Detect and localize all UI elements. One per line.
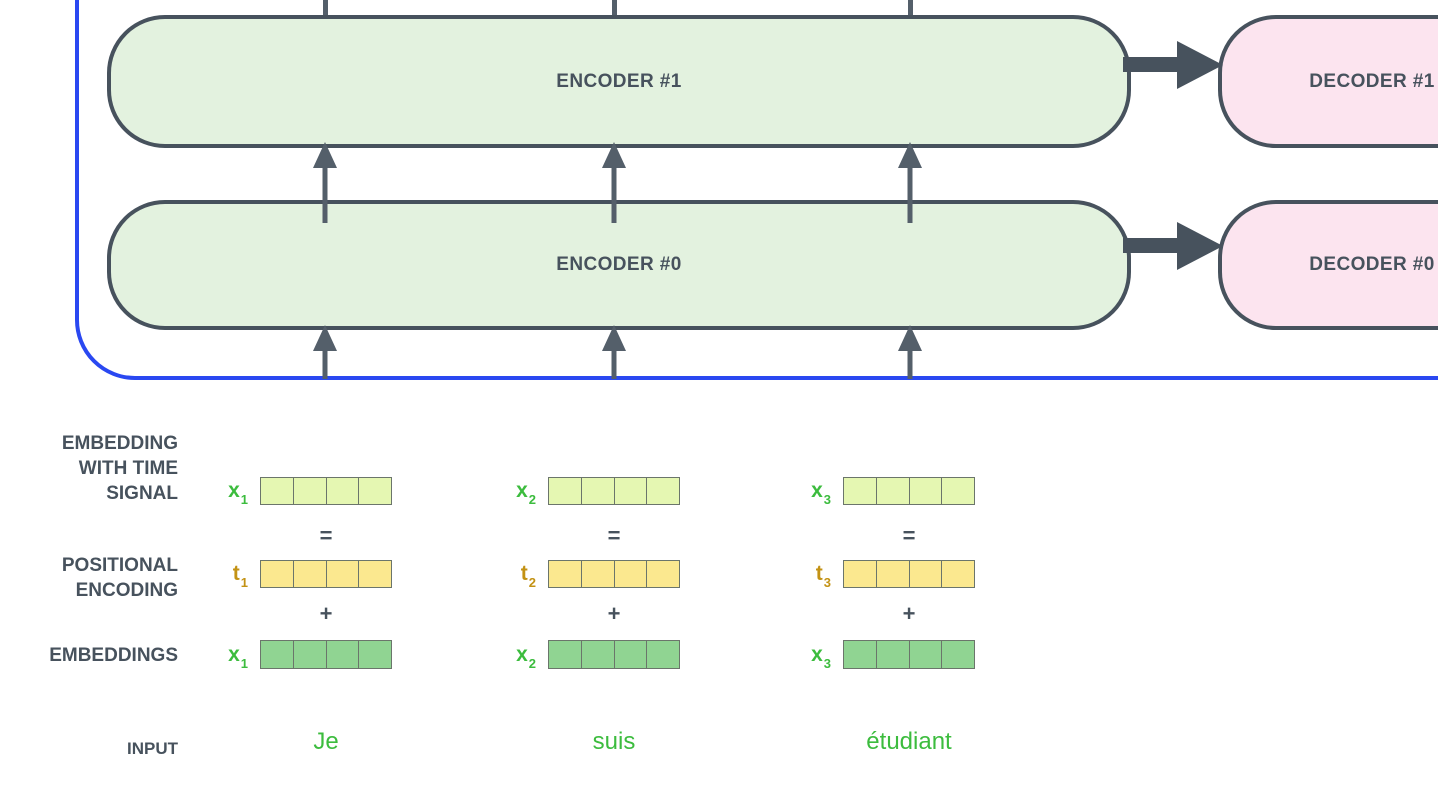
vector-cell [325, 561, 359, 587]
label-line: EMBEDDINGS [49, 645, 178, 666]
vector-cell [844, 641, 876, 668]
embedding-vector [548, 640, 680, 669]
positional-encoding-vector [843, 560, 975, 588]
vector-cell [908, 561, 942, 587]
embedding-vector-label: x1 [228, 643, 248, 672]
encoder-1-label: ENCODER #1 [556, 70, 682, 92]
vector-cell [261, 478, 293, 504]
encoder-1-block: ENCODER #1 [107, 15, 1131, 148]
vector-cell [292, 641, 326, 668]
decoder-0-block: DECODER #0 [1218, 200, 1438, 330]
embedding-vector [843, 640, 975, 669]
vector-cell [941, 561, 974, 587]
decoder-1-label: DECODER #1 [1309, 70, 1435, 92]
positional-encoding-vector [260, 560, 392, 588]
vector-cell [261, 561, 293, 587]
vector-cell [549, 478, 581, 504]
positional-encoding-label: POSITIONAL ENCODING [28, 553, 178, 603]
embedding-vector-label: x2 [516, 643, 536, 672]
encoder-stack-outline [75, 0, 1438, 380]
vector-cell [580, 641, 614, 668]
up-arrow-icon [898, 325, 922, 379]
label-line: EMBEDDING [61, 433, 178, 454]
up-arrow-stub-icon [908, 0, 913, 18]
plus-sign: + [902, 601, 916, 626]
right-arrow-icon [1123, 222, 1223, 270]
input-label: INPUT [28, 736, 178, 761]
vector-cell [908, 641, 942, 668]
equals-sign: = [902, 523, 916, 548]
equals-sign: = [607, 523, 621, 548]
vector-cell [908, 478, 942, 504]
positional-vector-label: t1 [232, 562, 248, 591]
plus-sign: + [607, 601, 621, 626]
vector-cell [875, 561, 909, 587]
encoder-0-label: ENCODER #0 [556, 254, 682, 275]
up-arrow-icon [313, 142, 337, 223]
vector-cell [358, 641, 391, 668]
up-arrow-icon [898, 142, 922, 223]
time-signal-vector-label: x1 [228, 479, 248, 508]
vector-cell [875, 478, 909, 504]
up-arrow-icon [602, 142, 626, 223]
up-arrow-stub-icon [323, 0, 328, 18]
vector-cell [646, 478, 679, 504]
label-line: INPUT [127, 739, 178, 758]
vector-cell [941, 478, 974, 504]
input-word: suis [592, 728, 636, 755]
up-arrow-stub-icon [612, 0, 617, 18]
label-line: WITH TIME [78, 458, 178, 479]
label-line: SIGNAL [106, 483, 178, 504]
up-arrow-icon [313, 325, 337, 379]
vector-cell [580, 561, 614, 587]
time-signal-vector-label: x3 [811, 479, 831, 508]
vector-cell [325, 641, 359, 668]
embedding-with-time-vector [843, 477, 975, 505]
vector-cell [646, 641, 679, 668]
decoder-0-label: DECODER #0 [1309, 254, 1435, 275]
vector-cell [261, 641, 293, 668]
embeddings-label: EMBEDDINGS [28, 643, 178, 668]
vector-cell [325, 478, 359, 504]
vector-cell [580, 478, 614, 504]
up-arrow-icon [602, 325, 626, 379]
vector-cell [941, 641, 974, 668]
positional-encoding-vector [548, 560, 680, 588]
embedding-vector [260, 640, 392, 669]
embedding-vector-label: x3 [811, 643, 831, 672]
vector-cell [358, 478, 391, 504]
vector-cell [646, 561, 679, 587]
decoder-1-block: DECODER #1 [1218, 15, 1438, 148]
positional-vector-label: t2 [520, 562, 536, 591]
vector-cell [613, 478, 647, 504]
right-arrow-icon [1123, 41, 1223, 89]
vector-cell [292, 561, 326, 587]
vector-cell [844, 561, 876, 587]
embedding-with-time-signal-label: EMBEDDING WITH TIME SIGNAL [28, 431, 178, 506]
input-word: étudiant [866, 728, 952, 755]
positional-vector-label: t3 [815, 562, 831, 591]
input-word: Je [313, 728, 339, 755]
vector-cell [549, 561, 581, 587]
label-line: ENCODING [75, 580, 178, 601]
vector-cell [613, 641, 647, 668]
plus-sign: + [319, 601, 333, 626]
time-signal-vector-label: x2 [516, 479, 536, 508]
encoder-0-block: ENCODER #0 [107, 200, 1131, 330]
embedding-with-time-vector [260, 477, 392, 505]
vector-cell [844, 478, 876, 504]
embedding-with-time-vector [548, 477, 680, 505]
vector-cell [613, 561, 647, 587]
label-line: POSITIONAL [61, 555, 178, 576]
equals-sign: = [319, 523, 333, 548]
vector-cell [875, 641, 909, 668]
vector-cell [549, 641, 581, 668]
vector-cell [292, 478, 326, 504]
vector-cell [358, 561, 391, 587]
